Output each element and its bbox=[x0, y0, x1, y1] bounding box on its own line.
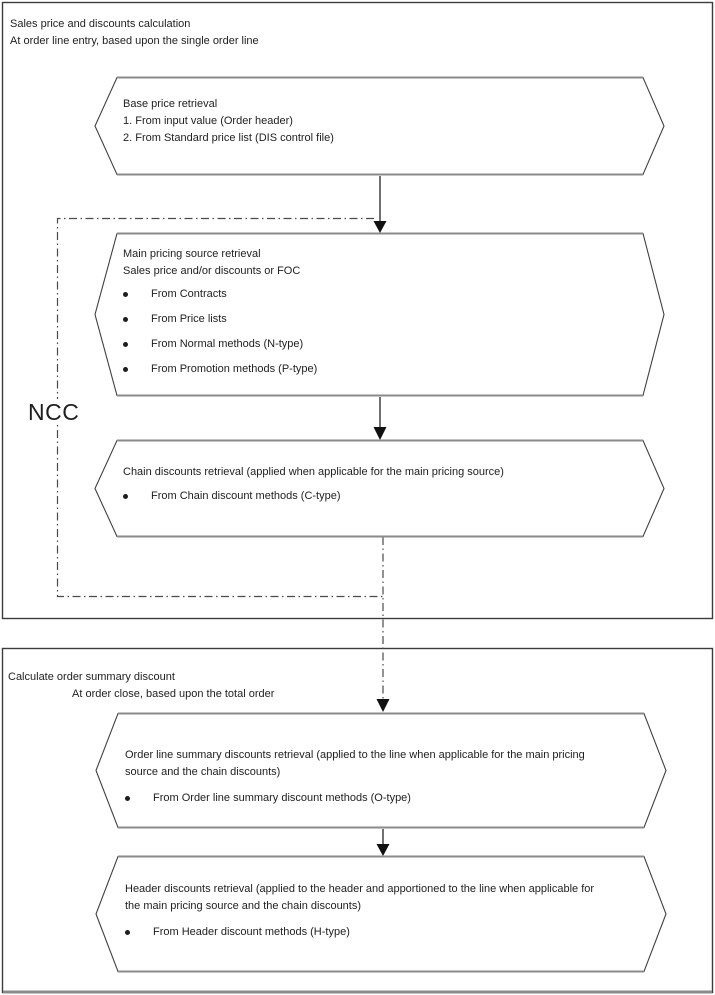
section-title-line: Calculate order summary discount bbox=[8, 671, 175, 683]
main-pricing-node: Main pricing source retrieval Sales pric… bbox=[123, 246, 317, 378]
bullet-icon bbox=[123, 292, 128, 297]
node-title: Main pricing source retrieval bbox=[123, 248, 261, 260]
list-item: From Contracts bbox=[123, 286, 317, 303]
list-item: From Chain discount methods (C-type) bbox=[123, 488, 628, 505]
list-item-label: From Normal methods (N-type) bbox=[151, 338, 304, 350]
list-item: From Price lists bbox=[123, 311, 317, 328]
base-price-node-shape bbox=[94, 76, 665, 176]
list-item-label: From Promotion methods (P-type) bbox=[151, 363, 318, 375]
numbered-item: 1. From input value (Order header) bbox=[123, 115, 293, 127]
node-title: Order line summary discounts retrieval (… bbox=[125, 749, 585, 778]
list-item-label: From Contracts bbox=[151, 288, 227, 300]
list-item-label: From Chain discount methods (C-type) bbox=[151, 490, 341, 502]
list-item: From Promotion methods (P-type) bbox=[123, 361, 317, 378]
bullet-icon bbox=[123, 342, 128, 347]
order-line-summary-node-shape bbox=[95, 712, 667, 829]
chain-discounts-node-shape bbox=[94, 439, 665, 538]
section-connector-arrowhead-icon bbox=[376, 699, 390, 712]
arrow-main-to-chain-icon bbox=[373, 397, 387, 440]
chain-discounts-node: Chain discounts retrieval (applied when … bbox=[123, 464, 628, 505]
order-summary-section-title: Calculate order summary discount At orde… bbox=[8, 669, 274, 703]
base-price-node: Base price retrieval 1. From input value… bbox=[123, 96, 334, 147]
main-pricing-node-shape bbox=[94, 232, 665, 397]
bullet-icon bbox=[123, 494, 128, 499]
section-subtitle-line: At order close, based upon the total ord… bbox=[72, 688, 275, 700]
section-title-line: Sales price and discounts calculation bbox=[10, 18, 191, 30]
node-title: Header discounts retrieval (applied to t… bbox=[125, 883, 595, 912]
order-line-summary-node: Order line summary discounts retrieval (… bbox=[125, 747, 605, 807]
order-line-section-title: Sales price and discounts calculation At… bbox=[10, 16, 259, 50]
node-title: Base price retrieval bbox=[123, 98, 218, 110]
list-item-label: From Price lists bbox=[151, 313, 227, 325]
arrow-summary-to-header-icon bbox=[376, 829, 390, 856]
arrow-base-to-main-icon bbox=[373, 176, 387, 233]
header-discounts-node: Header discounts retrieval (applied to t… bbox=[125, 881, 605, 941]
bullet-icon bbox=[125, 796, 130, 801]
bullet-icon bbox=[123, 317, 128, 322]
section-subtitle-line: At order line entry, based upon the sing… bbox=[10, 35, 259, 47]
list-item: From Header discount methods (H-type) bbox=[125, 924, 605, 941]
list-item-label: From Header discount methods (H-type) bbox=[153, 926, 350, 938]
node-title: Chain discounts retrieval (applied when … bbox=[123, 466, 504, 478]
node-subtitle: Sales price and/or discounts or FOC bbox=[123, 265, 301, 277]
list-item: From Order line summary discount methods… bbox=[125, 790, 605, 807]
order-line-section-box bbox=[1, 1, 714, 620]
list-item-label: From Order line summary discount methods… bbox=[153, 792, 411, 804]
numbered-item: 2. From Standard price list (DIS control… bbox=[123, 132, 334, 144]
header-discounts-node-shape bbox=[95, 855, 667, 973]
bullet-icon bbox=[125, 930, 130, 935]
bullet-icon bbox=[123, 367, 128, 372]
ncc-loop-label: NCC bbox=[26, 399, 82, 425]
list-item: From Normal methods (N-type) bbox=[123, 336, 317, 353]
